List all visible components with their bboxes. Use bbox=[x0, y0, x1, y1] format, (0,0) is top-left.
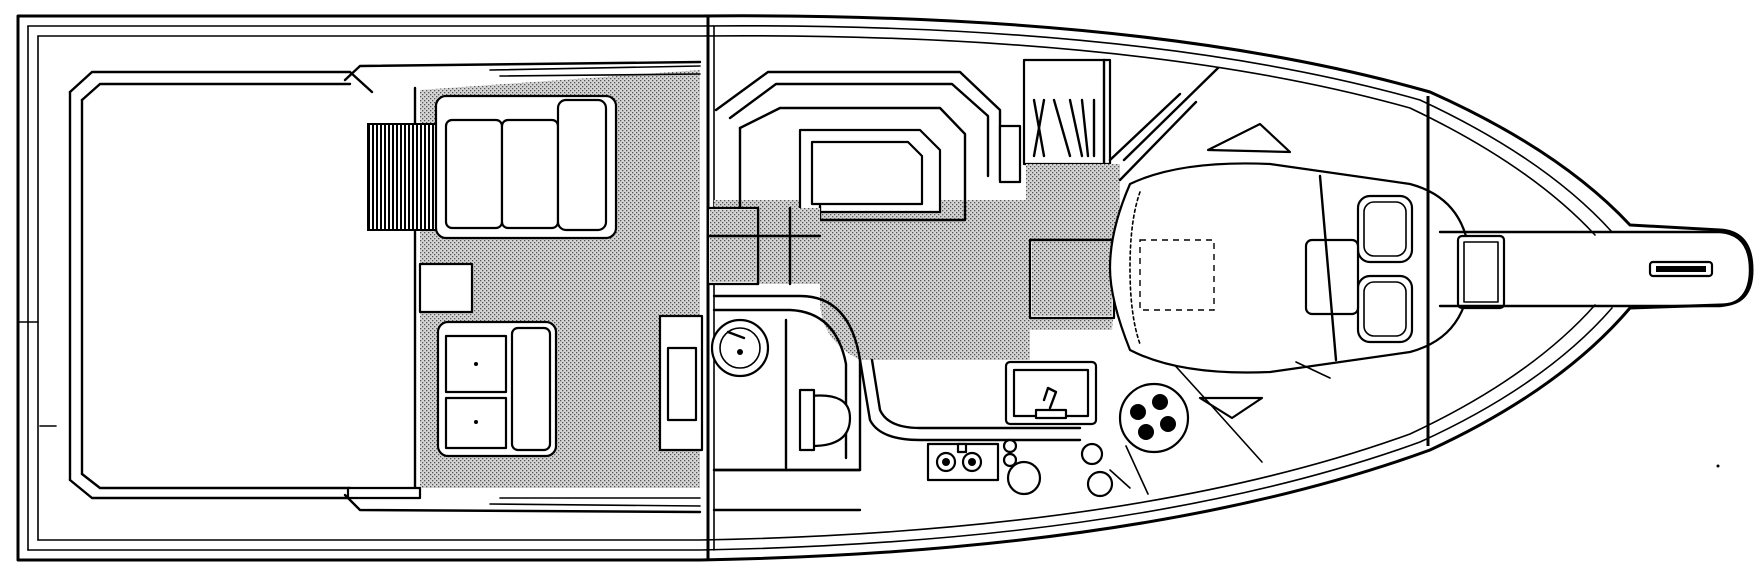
galley bbox=[858, 358, 1190, 498]
aft-counter bbox=[436, 320, 558, 458]
dinette bbox=[706, 70, 1030, 360]
galley-sink bbox=[1004, 360, 1098, 426]
toilet bbox=[798, 388, 852, 452]
stove bbox=[926, 442, 1000, 482]
forward-stateroom bbox=[1108, 66, 1472, 463]
salon-sofa bbox=[434, 94, 618, 240]
bow-pulpit bbox=[1438, 230, 1752, 308]
hull-outline bbox=[16, 14, 1754, 562]
cooktop-round bbox=[1118, 382, 1190, 495]
v-berth bbox=[1108, 162, 1472, 379]
stray-mark bbox=[1716, 464, 1720, 468]
main-bulkhead bbox=[706, 16, 715, 560]
hanging-locker bbox=[998, 58, 1112, 184]
cockpit bbox=[68, 70, 417, 500]
salon bbox=[343, 60, 704, 514]
anchor-locker bbox=[1456, 234, 1506, 310]
